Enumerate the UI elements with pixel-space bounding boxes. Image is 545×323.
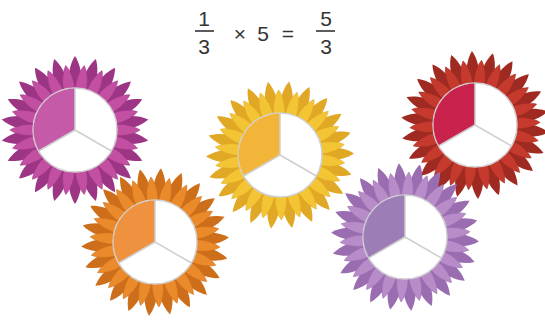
divider-line [39, 130, 75, 151]
divider-line [119, 242, 155, 263]
fraction-circle [433, 83, 517, 167]
flower [206, 81, 354, 229]
divider-line [244, 155, 280, 176]
shaded-third [239, 114, 280, 176]
divider-line [474, 83, 476, 125]
denominator: 3 [320, 36, 332, 57]
divider-line [154, 200, 156, 242]
shaded-third [364, 196, 405, 258]
operator: × [234, 23, 246, 44]
flower [331, 163, 480, 312]
shaded-third [34, 89, 75, 151]
divider-line [74, 88, 76, 130]
equals-sign: = [282, 23, 294, 44]
shaded-third [434, 84, 475, 146]
fraction-circle [238, 113, 322, 197]
divider-line [404, 195, 406, 237]
fraction-circle [363, 195, 447, 279]
divider-line [155, 242, 191, 263]
divider-line [405, 237, 441, 258]
fraction-bar [316, 30, 335, 32]
divider-line [475, 125, 511, 146]
divider-line [439, 125, 475, 146]
divider-line [369, 237, 405, 258]
whole-number: 5 [257, 23, 269, 44]
fraction-circle [113, 200, 197, 284]
numerator: 5 [320, 8, 332, 29]
shaded-third [114, 201, 155, 263]
flower [81, 168, 230, 317]
flower-group [1, 51, 545, 316]
fraction-circle [33, 88, 117, 172]
numerator: 1 [198, 8, 210, 29]
divider-line [279, 113, 281, 155]
divider-line [280, 155, 316, 176]
divider-line [75, 130, 111, 151]
denominator: 3 [198, 36, 210, 57]
fraction-bar [195, 30, 214, 32]
